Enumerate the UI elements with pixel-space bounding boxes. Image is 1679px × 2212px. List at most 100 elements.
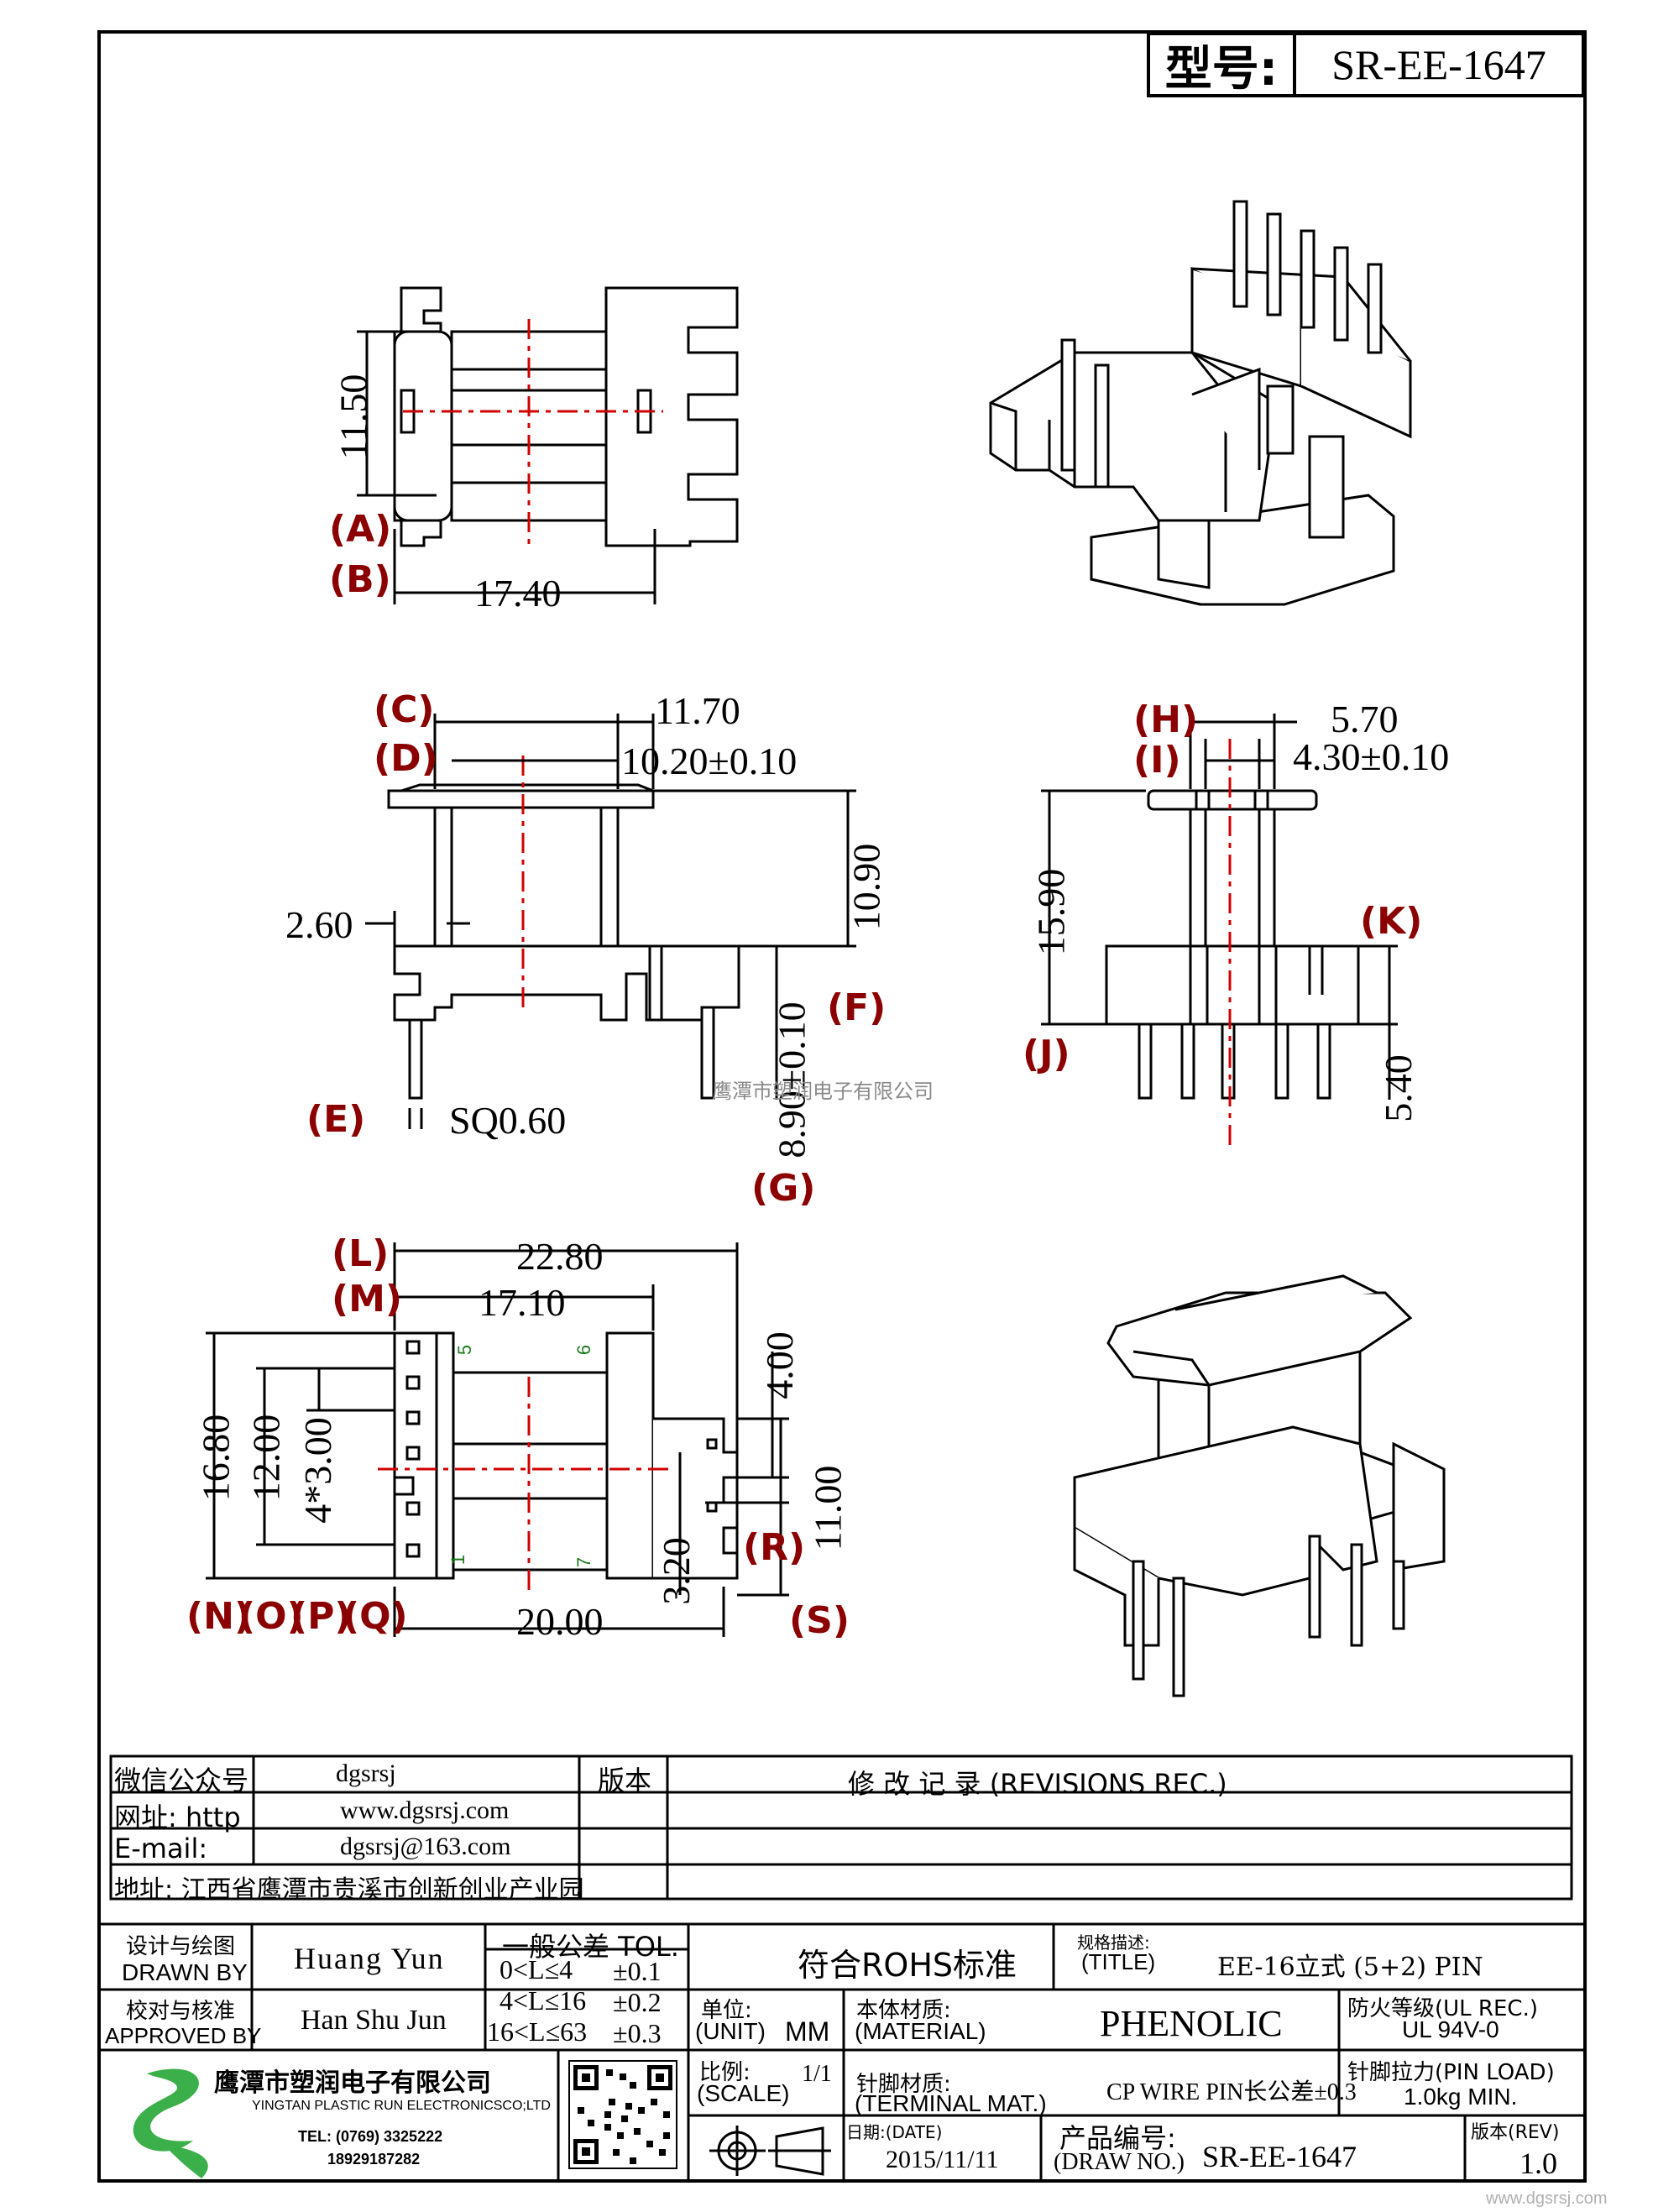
- pin-load-cn: 针脚拉力(PIN LOAD): [1347, 2060, 1555, 2085]
- label-q: (Q): [343, 1595, 408, 1638]
- dim-10-20: 10.20±0.10: [621, 740, 798, 782]
- company-mobile: 18929187282: [327, 2151, 421, 2168]
- dim-12-00: 12.00: [244, 1414, 288, 1502]
- dim-3-20: 3.20: [654, 1537, 698, 1605]
- email-label: E-mail:: [114, 1833, 208, 1864]
- unit-value: MM: [785, 2016, 830, 2047]
- tol-val-3: ±0.3: [613, 2018, 662, 2048]
- model-value: SR-EE-1647: [1331, 41, 1546, 88]
- footer-url[interactable]: www.dgsrsj.com: [1486, 2189, 1608, 2208]
- dim-17-10: 17.10: [479, 1281, 566, 1324]
- dim-sq0-60: SQ0.60: [449, 1099, 567, 1142]
- watermark: 鹰潭市塑润电子有限公司: [712, 1080, 934, 1103]
- unit-cn: 单位:: [701, 1998, 752, 2023]
- material-value: PHENOLIC: [1100, 2003, 1283, 2044]
- qr-code-icon: [568, 2060, 677, 2169]
- terminal-cn: 针脚材质:: [856, 2072, 951, 2097]
- dim-17-40: 17.40: [474, 572, 562, 614]
- dim-16-80: 16.80: [194, 1414, 238, 1502]
- dim-4x3-00: 4*3.00: [296, 1417, 339, 1524]
- drawn-by-name: Huang Yun: [294, 1942, 445, 1975]
- pin-5-label: 5: [454, 1344, 476, 1356]
- table-lines: [97, 1754, 1587, 2183]
- approved-by-name: Han Shu Jun: [301, 2005, 447, 2036]
- label-o: (O): [238, 1595, 304, 1638]
- model-title-box: 型号: SR-EE-1647: [1147, 32, 1585, 97]
- company-tel: TEL: (0769) 3325222: [298, 2128, 443, 2145]
- wechat-label: 微信公众号: [114, 1765, 249, 1796]
- label-p: (P): [290, 1595, 352, 1638]
- isometric-view-2: [1073, 1274, 1446, 1697]
- tol-range-2: 4<L≤16: [500, 1985, 587, 2016]
- unit-en: (UNIT): [695, 2018, 766, 2044]
- dim-2-60: 2.60: [285, 903, 353, 946]
- pin-7-label: 7: [573, 1556, 595, 1568]
- top-view: [357, 286, 739, 604]
- dim-10-90: 10.90: [845, 843, 888, 931]
- isometric-view-1: [989, 200, 1412, 606]
- label-n: (N): [186, 1595, 252, 1638]
- dim-5-70: 5.70: [1331, 698, 1399, 740]
- label-a: (A): [329, 508, 392, 551]
- label-i: (I): [1133, 739, 1181, 782]
- model-label: 型号:: [1150, 35, 1296, 97]
- tol-val-2: ±0.2: [613, 1987, 662, 2017]
- label-d: (D): [374, 737, 438, 780]
- scale-en: (SCALE): [697, 2080, 790, 2106]
- tol-range-1: 0<L≤4: [500, 1954, 573, 1985]
- approved-by-en: APPROVED BY: [105, 2023, 262, 2048]
- dim-15-90: 15.90: [1029, 868, 1073, 956]
- company-name: 鹰潭市塑润电子有限公司: [214, 2068, 491, 2098]
- label-r: (R): [743, 1526, 806, 1569]
- dim-20-00: 20.00: [516, 1600, 604, 1643]
- drawn-by-en: DRAWN BY: [122, 1959, 248, 1985]
- company-logo-icon: [133, 2068, 208, 2178]
- label-c: (C): [374, 688, 435, 731]
- email-value[interactable]: dgsrsj@163.com: [340, 1833, 511, 1860]
- material-cn: 本体材质:: [856, 1998, 951, 2023]
- fire-rating-value: UL 94V-0: [1402, 2016, 1499, 2042]
- tolerance-title: 一般公差 TOL.: [502, 1931, 679, 1963]
- dim-11-70: 11.70: [655, 689, 740, 732]
- date-cn: 日期:(DATE): [846, 2122, 943, 2142]
- label-k: (K): [1360, 900, 1423, 943]
- scale-value: 1/1: [802, 2061, 832, 2087]
- drawn-by-cn: 设计与绘图: [126, 1934, 236, 1959]
- material-en: (MATERIAL): [855, 2018, 986, 2044]
- dim-11-00: 11.00: [806, 1465, 850, 1551]
- draw-no-en: (DRAW NO.): [1054, 2149, 1185, 2175]
- label-g: (G): [751, 1167, 816, 1210]
- spec-value: EE-16立式 (5+2) PIN: [1217, 1953, 1483, 1982]
- dim-4-00: 4.00: [757, 1331, 801, 1399]
- label-f: (F): [827, 986, 887, 1029]
- draw-no-cn: 产品编号:: [1059, 2122, 1176, 2154]
- wechat-value: dgsrsj: [336, 1760, 396, 1787]
- pin-6-label: 6: [573, 1344, 595, 1356]
- label-h: (H): [1133, 698, 1199, 741]
- dim-22-80: 22.80: [516, 1235, 604, 1278]
- terminal-value: CP WIRE PIN长公差±0.3: [1106, 2079, 1357, 2105]
- spec-cn: 规格描述:: [1077, 1932, 1150, 1953]
- dim-11-50: 11.50: [332, 374, 375, 460]
- version-label: 版本: [598, 1765, 652, 1796]
- label-j: (J): [1023, 1033, 1070, 1075]
- label-l: (L): [332, 1232, 390, 1275]
- dim-4-30: 4.30±0.10: [1293, 735, 1450, 778]
- rev-value: 1.0: [1519, 2147, 1557, 2180]
- terminal-en: (TERMINAL MAT.): [855, 2090, 1047, 2116]
- web-value[interactable]: www.dgsrsj.com: [340, 1796, 510, 1824]
- side-view: [1041, 714, 1398, 1150]
- rev-cn: 版本(REV): [1471, 2122, 1560, 2143]
- pin-1-label: 1: [447, 1554, 469, 1566]
- scale-cn: 比例:: [699, 2060, 751, 2085]
- front-view: [365, 714, 856, 1129]
- draw-no-value: SR-EE-1647: [1202, 2140, 1357, 2173]
- tol-range-3: 16<L≤63: [487, 2016, 588, 2047]
- web-label: 网址: http: [114, 1801, 241, 1833]
- tol-val-1: ±0.1: [613, 1956, 662, 1986]
- label-b: (B): [329, 558, 391, 601]
- rohs-label: 符合ROHS标准: [798, 1947, 1017, 1984]
- address: 地址: 江西省鹰潭市贵溪市创新创业产业园: [114, 1875, 584, 1905]
- projection-symbol-icon: [709, 2126, 831, 2176]
- date-value: 2015/11/11: [886, 2146, 999, 2173]
